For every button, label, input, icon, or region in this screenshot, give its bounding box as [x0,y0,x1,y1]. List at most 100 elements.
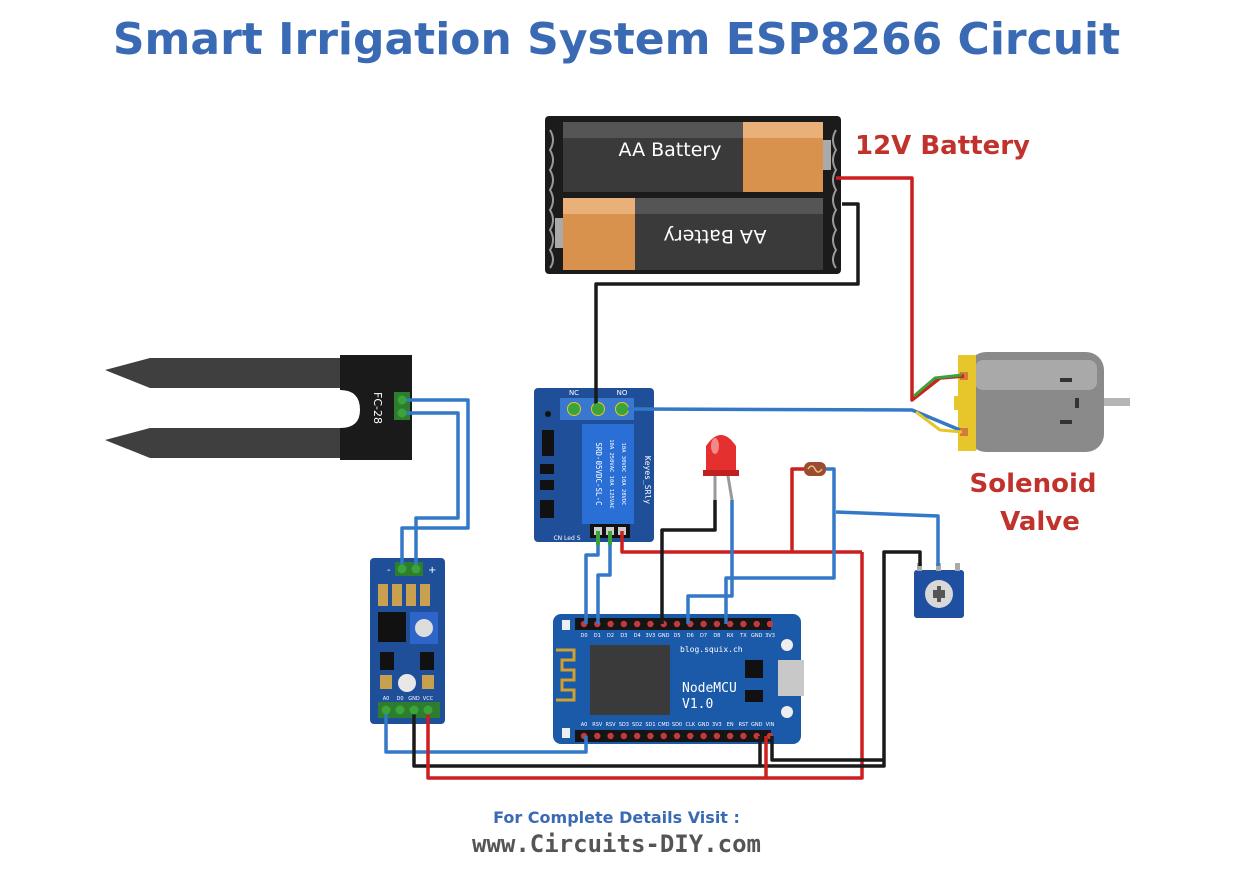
mcu-top-pin-label-10: D8 [713,633,720,639]
pin-headers [381,395,628,715]
mcu-top-pin-label-6: GND [658,633,670,639]
battery-label: 12V Battery [855,131,1030,161]
mcu-top-pin-label-7: D5 [673,633,680,639]
mcu-bottom-pin-label-5: SD1 [645,722,655,728]
mcu-bottom-pin-6 [660,732,667,740]
mcu-top-pin-label-5: 3V3 [646,633,656,639]
module-plus: + [428,565,436,576]
valve-label-line2: Valve [1000,507,1080,537]
wire-pot-gnd [760,550,922,768]
wire-battery-positive [836,176,965,402]
mcu-top-pin-label-12: TX [739,633,747,639]
wire-module-gnd [412,710,762,768]
relay-rating-2: 10A 30VDC 10A 28VDC [620,443,626,506]
mcu-bottom-pin-label-13: GND [751,722,763,728]
battery-holder: AA Battery AA Battery [545,116,841,274]
wire-battery-negative [594,202,860,410]
mcu-version: V1.0 [682,697,713,712]
relay-module: NC NO SRD-05VDC-SL-C 10A 250VAC 10A 125V… [534,388,654,542]
mcu-bottom-pin-8 [687,732,694,740]
mcu-bottom-pin-label-6: CMD [658,722,670,728]
module-pin-d0: D0 [396,696,403,702]
mcu-top-pin-13 [753,620,760,628]
relay-pin-no: NO [617,389,628,397]
mcu-top-pin-label-3: D3 [620,633,627,639]
mcu-top-pin-label-11: RX [727,633,734,639]
mcu-bottom-pin-9 [700,732,707,740]
mcu-bottom-pin-label-4: SD2 [632,722,642,728]
mcu-bottom-pin-1 [594,732,601,740]
wire-probe-1 [400,398,470,565]
valve-label-line1: Solenoid [969,469,1096,499]
potentiometer [914,563,964,618]
mcu-top-pin-label-9: D7 [700,633,707,639]
mcu-top-pin-10 [713,620,721,628]
mcu-top-pin-label-8: D6 [687,633,694,639]
mcu-name: NodeMCU [682,681,737,696]
wire-module-a0 [384,710,588,754]
relay-pin-nc: NC [569,389,579,397]
mcu-bottom-pin-label-14: VIN [766,722,775,728]
mcu-top-pin-label-13: GND [751,633,763,639]
module-pin-gnd: GND [408,696,420,702]
mcu-bottom-pin-label-9: GND [698,722,710,728]
mcu-bottom-pin-7 [673,732,681,740]
wire-led-gnd [660,500,717,624]
mcu-top-pin-14 [766,620,774,628]
wire-relay-signal-2 [596,531,612,624]
mcu-bottom-pin-label-10: 3V3 [712,722,722,728]
mcu-top-pin-4 [633,620,641,628]
mcu-top-pin-label-2: D2 [607,633,614,639]
battery-cell-top: AA Battery [563,122,831,192]
mcu-top-pin-3 [620,620,628,628]
mcu-top-pin-label-14: 3V3 [765,633,775,639]
mcu-top-pin-label-4: D4 [634,633,641,639]
relay-bottom-labels: CN Led S [553,535,580,542]
footer-url[interactable]: www.Circuits-DIY.com [472,830,761,858]
probe-label: FC-28 [371,392,384,424]
wire-pot-signal [835,510,940,566]
wire-relay-vcc [620,531,862,554]
mcu-bottom-pin-3 [620,732,628,740]
mcu-bottom-pin-label-1: RSV [592,722,603,728]
mcu-top-pin-label-0: D0 [580,633,587,639]
mcu-bottom-pin-label-12: RST [739,722,750,728]
mcu-top-pin-2 [607,620,614,628]
mcu-bottom-pin-label-0: A0 [581,722,588,728]
mcu-top-pin-label-1: D1 [594,633,601,639]
mcu-bottom-pin-label-2: RSV [606,722,617,728]
sensor-module: - + A0 D0 GND VCC [370,558,445,724]
mcu-bottom-pin-label-7: SD0 [672,722,682,728]
relay-rating-1: 10A 250VAC 10A 125VAC [608,439,614,509]
battery-cell-bottom-label: AA Battery [664,225,767,247]
relay-brand: Keyes_SRly [643,456,652,504]
mcu-top-pin-12 [740,620,747,628]
wire-probe-2 [402,411,460,565]
page-title: Smart Irrigation System ESP8266 Circuit [112,14,1121,65]
solenoid-valve [954,352,1130,452]
mcu-bottom-pin-label-8: CLK [686,722,696,728]
wire-ldr-vcc [790,467,804,552]
led [703,435,739,501]
module-minus: - [387,565,391,576]
mcu-top-pin-9 [700,620,707,628]
wire-led-anode [686,500,734,624]
photoresistor [804,462,826,476]
battery-cell-bottom: AA Battery [555,198,823,270]
mcu-top-pin-11 [726,620,734,628]
mcu-top-pin-7 [673,620,681,628]
mcu-top-pin-5 [647,620,654,628]
mcu-bottom-pin-10 [713,732,721,740]
mcu-bottom-pin-12 [740,732,747,740]
mcu-bottom-pin-label-11: EN [727,722,734,728]
mcu-bottom-pin-label-3: SD3 [619,722,629,728]
wire-ldr-signal [724,467,836,624]
module-pin-a0: A0 [383,696,390,702]
wire-gnd-return [770,736,884,762]
relay-model: SRD-05VDC-SL-C [594,442,603,505]
mcu-site: blog.squix.ch [680,645,743,654]
footer-visit: For Complete Details Visit : [493,808,740,827]
soil-moisture-probe: FC-28 [105,355,412,460]
